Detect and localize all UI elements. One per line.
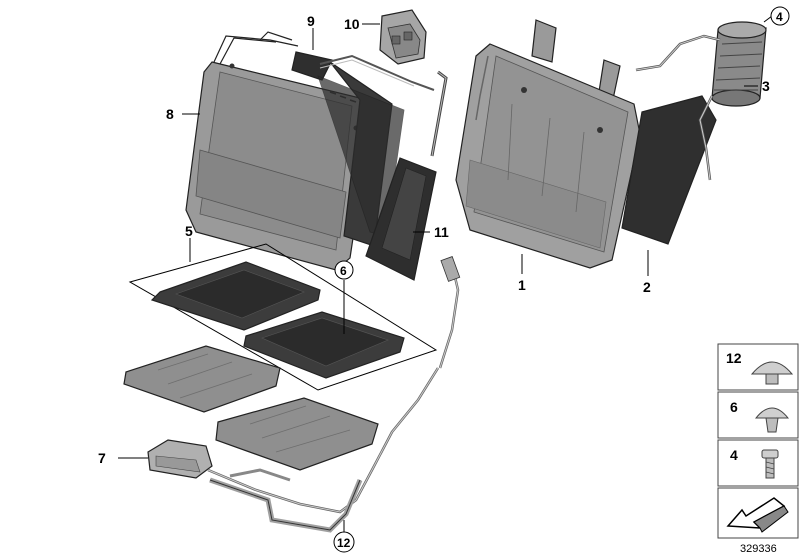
callout-9: 9: [307, 13, 315, 29]
callout-4: 4: [776, 10, 783, 24]
screw-icon: [761, 449, 779, 479]
legend-label-12: 12: [726, 350, 742, 366]
part-5-cushion-set[interactable]: [128, 243, 438, 391]
callout-3: 3: [762, 78, 770, 94]
callout-10: 10: [344, 16, 360, 32]
push-rivet-small-icon: [754, 407, 790, 433]
legend-label-6: 6: [730, 399, 738, 415]
callout-7: 7: [98, 450, 106, 466]
part-2-cover-mat[interactable]: [621, 95, 717, 245]
callout-6: 6: [340, 264, 347, 278]
part-1-seat-back-panel[interactable]: [455, 19, 641, 269]
callout-11: 11: [434, 224, 449, 240]
part-3-filter-cylinder[interactable]: [635, 21, 767, 181]
part-9-insulation-mat[interactable]: [291, 51, 435, 247]
seat-heating-mat-rear[interactable]: [215, 397, 379, 471]
push-rivet-large-icon: [750, 361, 794, 385]
part-11-heating-element[interactable]: [365, 70, 448, 281]
callout-12: 12: [337, 536, 351, 550]
seat-heating-mat-front[interactable]: [123, 345, 281, 413]
arrow-direction-icon: [726, 497, 789, 533]
part-7-wiring-harness[interactable]: [147, 256, 461, 533]
callout-1: 1: [518, 277, 526, 293]
reference-number: 329336: [740, 543, 777, 555]
callout-5: 5: [185, 223, 193, 239]
part-10-bracket[interactable]: [379, 9, 427, 65]
callout-8: 8: [166, 106, 174, 122]
callout-2: 2: [643, 279, 651, 295]
legend-label-4: 4: [730, 447, 738, 463]
legend: 12 6 4: [717, 343, 799, 539]
